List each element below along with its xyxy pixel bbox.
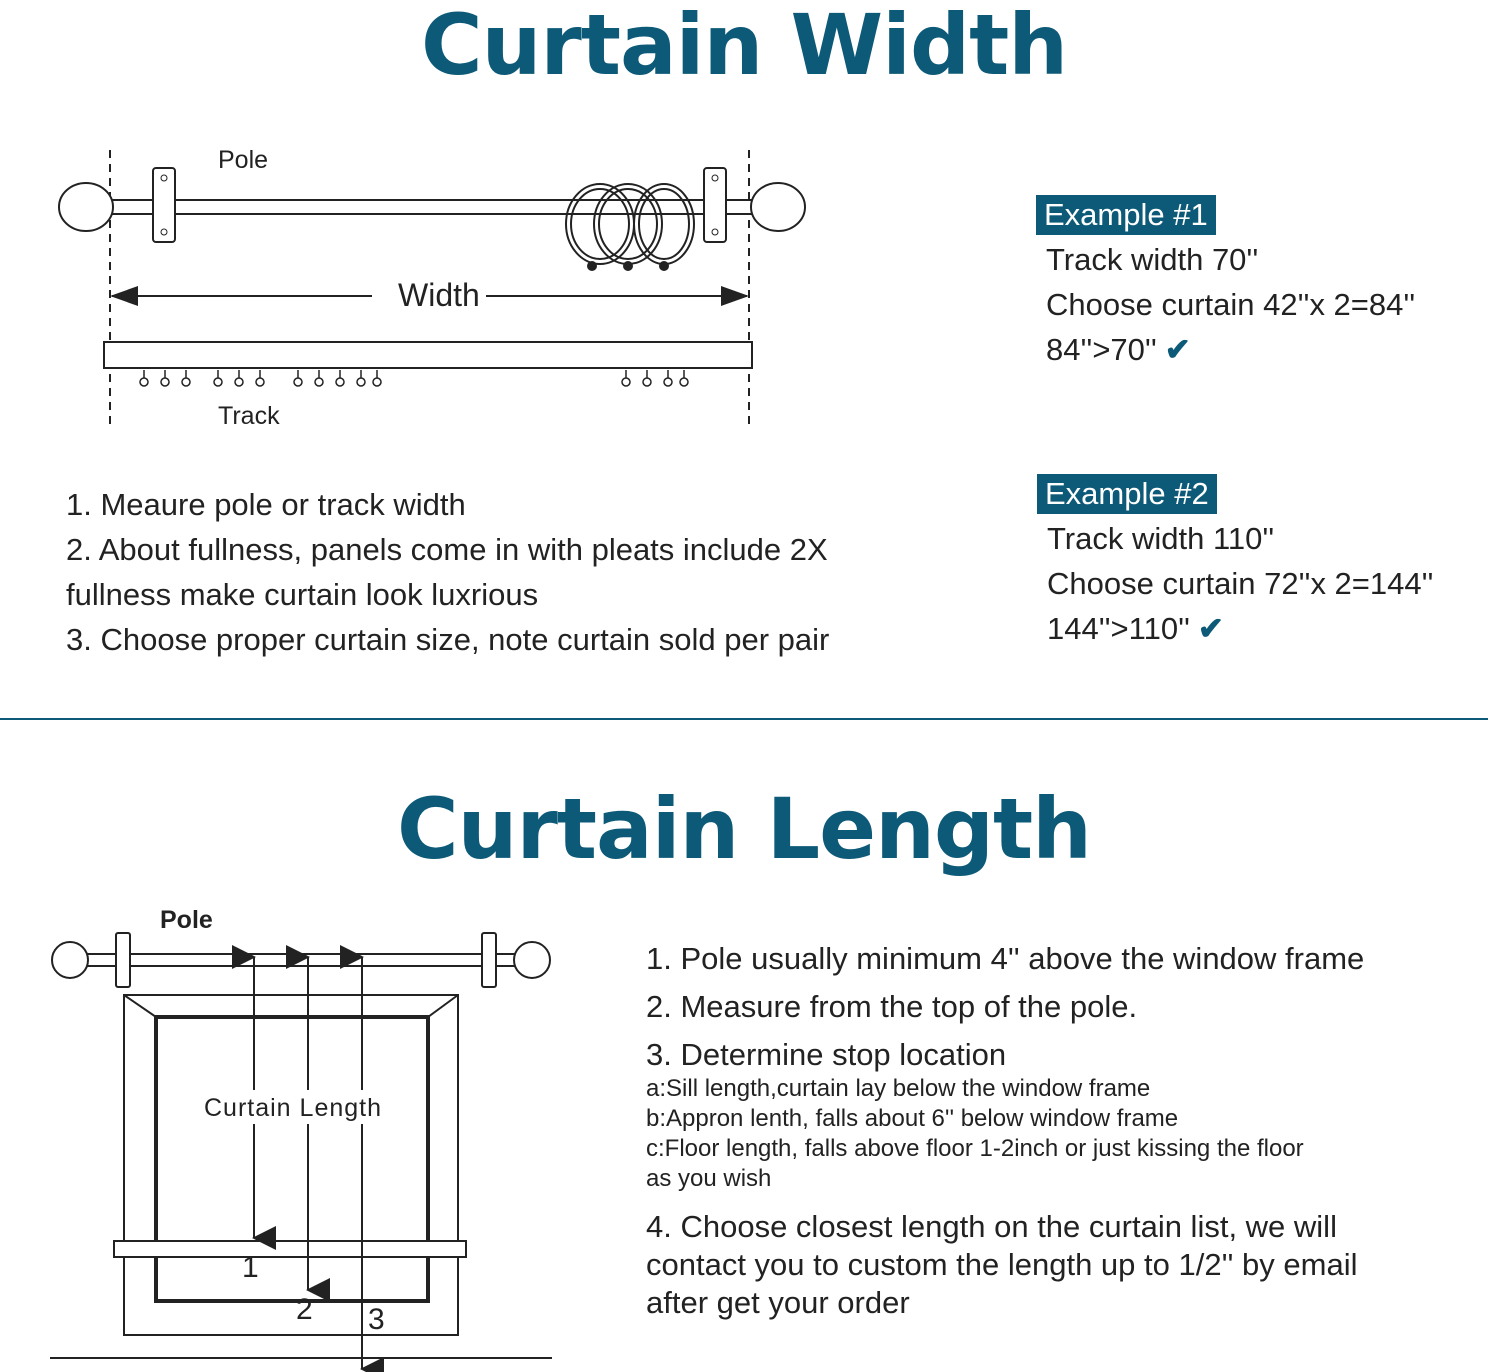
example-2-line-2: Choose curtain 72''x 2=144'': [1047, 566, 1434, 601]
example-2-badge: Example #2: [1037, 474, 1217, 514]
width-step-1: 1. Meaure pole or track width: [66, 487, 466, 522]
length-sub-steps: a:Sill length,curtain lay below the wind…: [646, 1074, 1466, 1194]
track-hook: [160, 377, 170, 387]
length-diagram: Pole Curtain Length 1 2 3: [50, 906, 552, 1372]
track-hook: [255, 377, 265, 387]
track-hook: [213, 377, 223, 387]
example-1-badge: Example #1: [1036, 195, 1216, 235]
curtain-rings: [565, 183, 695, 271]
width-diagram: Pole Width Track: [58, 146, 806, 430]
window-frame: [113, 994, 467, 1336]
track-hook: [335, 377, 345, 387]
marker-3: 3: [368, 1303, 385, 1336]
width-label: Width: [398, 277, 480, 313]
track-hook: [679, 377, 689, 387]
track-hook: [181, 377, 191, 387]
track-hook: [356, 377, 366, 387]
pole-rod: [58, 167, 806, 243]
length-step-4-line-2: contact you to custom the length up to 1…: [646, 1247, 1358, 1282]
checkmark-icon: ✔: [1164, 332, 1191, 367]
track-hooks: [139, 370, 689, 387]
length-pole-label: Pole: [160, 906, 213, 934]
marker-2: 2: [296, 1293, 313, 1326]
track-hook: [663, 377, 673, 387]
sub-step-b: b:Appron lenth, falls about 6'' below wi…: [646, 1105, 1179, 1132]
track-bar: [103, 341, 753, 369]
curtain-length-title: Curtain Length: [397, 780, 1092, 878]
sub-step-a: a:Sill length,curtain lay below the wind…: [646, 1075, 1151, 1102]
track-hook: [293, 377, 303, 387]
width-step-2-cont: fullness make curtain look luxrious: [66, 577, 539, 612]
track-hook: [314, 377, 324, 387]
length-step-4-line-3: after get your order: [646, 1285, 910, 1320]
track-hook: [234, 377, 244, 387]
curtain-width-title: Curtain Width: [420, 0, 1068, 94]
track-hook: [642, 377, 652, 387]
length-step-3: 3. Determine stop location: [646, 1037, 1007, 1072]
marker-1: 1: [242, 1251, 259, 1284]
length-steps: 1. Pole usually minimum 4'' above the wi…: [646, 940, 1466, 1322]
track-label: Track: [218, 402, 280, 430]
example-2-line-3: 144''>110'': [1047, 611, 1190, 646]
example-1-line-3: 84''>70'': [1046, 332, 1157, 367]
length-step-4-line-1: 4. Choose closest length on the curtain …: [646, 1209, 1337, 1244]
track-hook: [621, 377, 631, 387]
example-1-line-1: Track width 70'': [1046, 242, 1259, 277]
width-steps: 1. Meaure pole or track width 2. About f…: [66, 482, 829, 662]
curtain-length-label: Curtain Length: [204, 1094, 382, 1122]
length-pole-rod: [51, 932, 551, 988]
example-2: Example #2 Track width 110'' Choose curt…: [1037, 471, 1433, 651]
length-step-1: 1. Pole usually minimum 4'' above the wi…: [646, 941, 1365, 976]
section-divider: [0, 718, 1488, 720]
width-step-2: 2. About fullness, panels come in with p…: [66, 532, 828, 567]
sub-step-c: c:Floor length, falls above floor 1-2inc…: [646, 1135, 1304, 1162]
example-2-line-1: Track width 110'': [1047, 521, 1275, 556]
checkmark-icon: ✔: [1197, 611, 1224, 646]
sub-step-c-cont: as you wish: [646, 1165, 772, 1192]
track-hook: [372, 377, 382, 387]
example-1-line-2: Choose curtain 42''x 2=84'': [1046, 287, 1416, 322]
pole-label: Pole: [218, 146, 268, 174]
width-step-3: 3. Choose proper curtain size, note curt…: [66, 622, 830, 657]
track-hook: [139, 377, 149, 387]
example-1: Example #1 Track width 70'' Choose curta…: [1036, 192, 1415, 372]
length-step-2: 2. Measure from the top of the pole.: [646, 989, 1138, 1024]
